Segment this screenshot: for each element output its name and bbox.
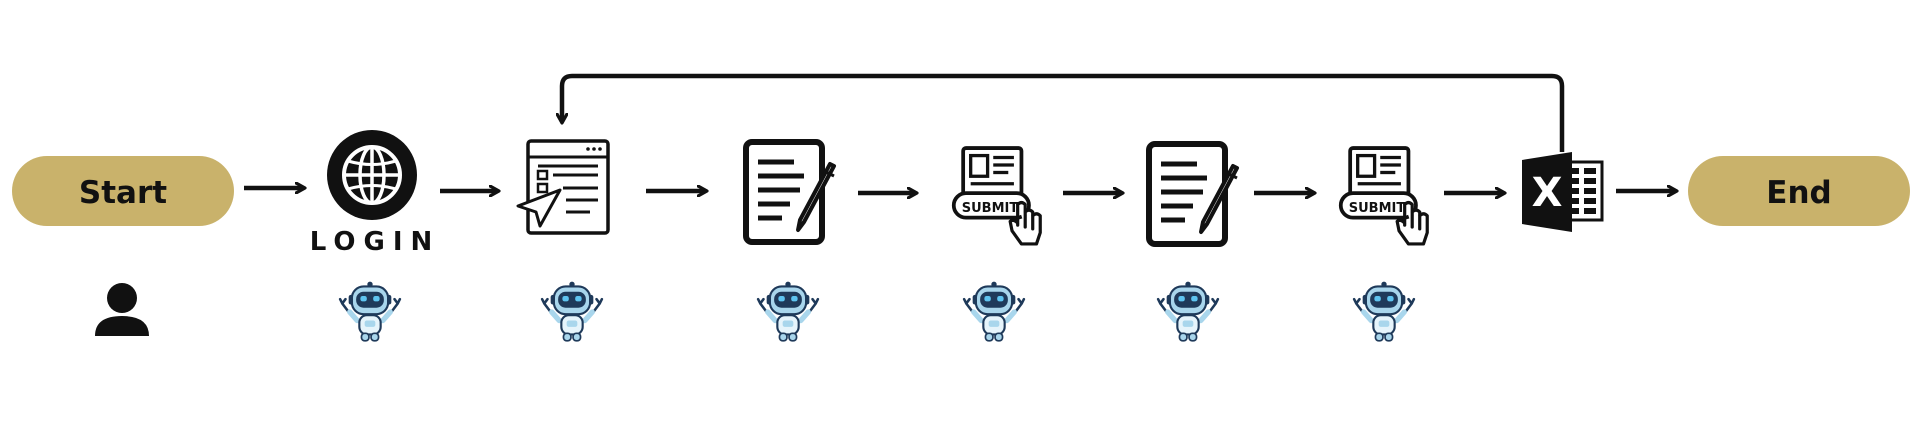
robot-icon — [542, 282, 602, 341]
login-label: LOGIN — [310, 227, 441, 257]
start-label: Start — [79, 175, 167, 211]
robot-icon — [340, 282, 400, 341]
loop-back-arrow — [562, 73, 1565, 152]
end-node: End — [1688, 156, 1910, 226]
robot-icon — [1354, 282, 1414, 341]
user-icon — [95, 283, 149, 336]
robot-icon — [964, 282, 1024, 341]
web-form-pointer-icon — [516, 139, 610, 235]
document-edit-icon — [1149, 144, 1237, 244]
start-node: Start — [12, 156, 234, 226]
robot-icon — [1158, 282, 1218, 341]
robot-icon — [758, 282, 818, 341]
end-label: End — [1766, 175, 1831, 211]
submit-button-icon — [951, 146, 1043, 246]
excel-icon: X — [1522, 152, 1604, 232]
excel-label: X — [1532, 170, 1563, 216]
submit-label: SUBMIT — [962, 201, 1019, 216]
submit-button-icon — [1338, 146, 1430, 246]
document-edit-icon — [746, 142, 834, 242]
submit-label: SUBMIT — [1349, 201, 1406, 216]
globe-login-icon — [327, 130, 417, 220]
